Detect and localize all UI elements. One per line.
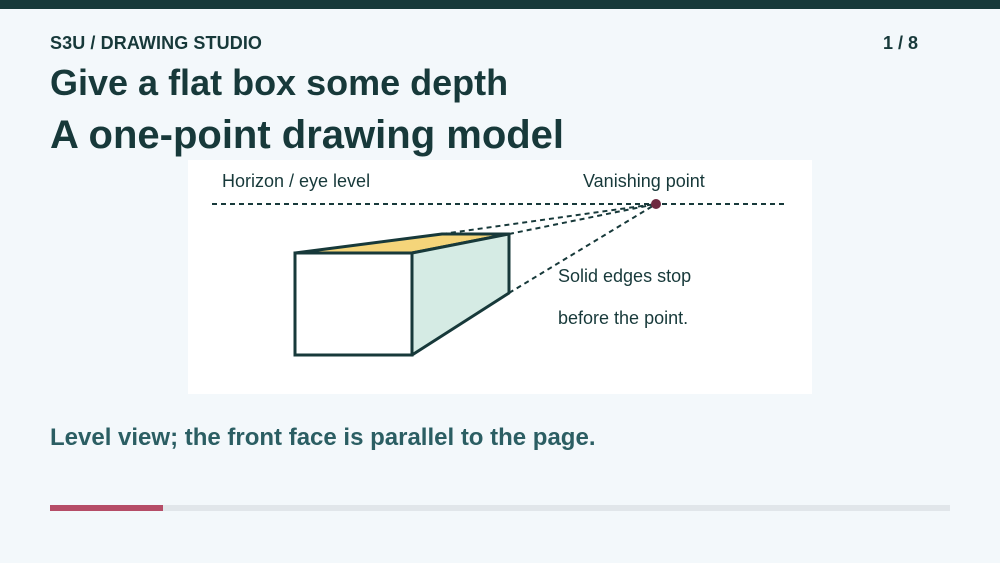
- construction-line-bottom-right: [508, 203, 657, 294]
- diagram-note-line-2: before the point.: [558, 308, 688, 328]
- page-counter: 1 / 8: [882, 33, 918, 53]
- progress-bar-fill: [50, 505, 163, 511]
- vanishing-point-dot: [651, 199, 661, 209]
- progress-bar: [50, 505, 950, 511]
- box-front-face: [293, 251, 414, 357]
- perspective-diagram: Horizon / eye level Vanishing point Soli…: [212, 171, 788, 357]
- perspective-diagram-panel: Horizon / eye level Vanishing point Soli…: [188, 160, 812, 394]
- slide-title: Give a flat box some depth: [50, 62, 509, 103]
- construction-line-top-right: [508, 203, 657, 235]
- vanishing-point-label: Vanishing point: [583, 171, 705, 191]
- box-side-face: [410, 232, 511, 357]
- top-accent-bar: [0, 0, 1000, 9]
- course-label: S3U / DRAWING STUDIO: [50, 33, 263, 53]
- slide-caption: Level view; the front face is parallel t…: [50, 424, 596, 451]
- diagram-note-line-1: Solid edges stop: [558, 266, 691, 286]
- construction-line-top-back: [441, 203, 657, 235]
- slide-subtitle: A one-point drawing model: [50, 113, 565, 157]
- horizon-label: Horizon / eye level: [222, 171, 370, 191]
